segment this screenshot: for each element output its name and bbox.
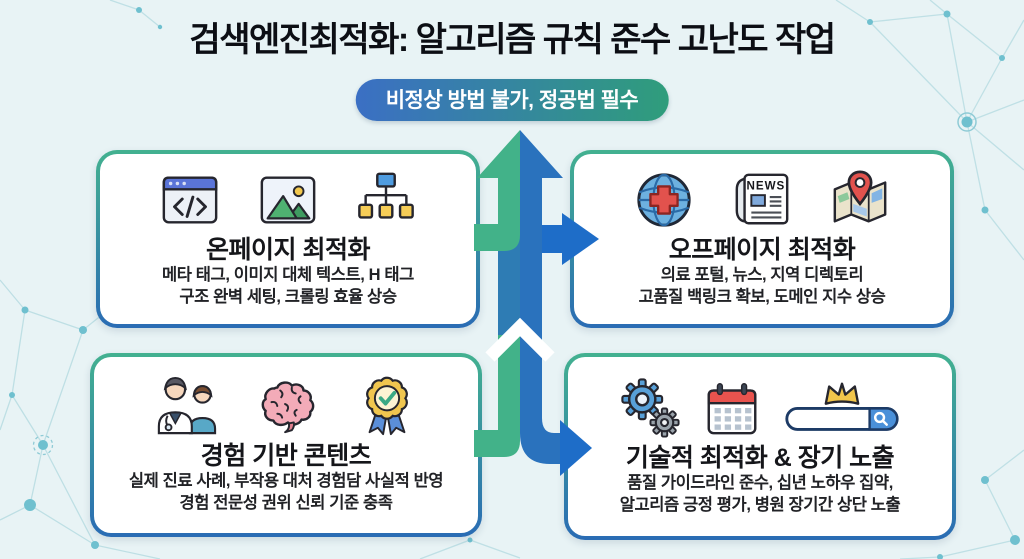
experience-icons-row [154, 375, 418, 437]
news-label: NEWS [747, 180, 786, 193]
brain-icon [261, 381, 315, 434]
map-pin-icon [833, 170, 887, 223]
image-icon [260, 176, 316, 224]
card-experience-content: 경험 기반 콘텐츠 실제 진료 사례, 부작용 대처 경험담 사실적 반영 경험… [90, 353, 482, 537]
card-text-line: 경험 전문성 권위 신뢰 기준 충족 [179, 494, 393, 512]
card-title: 기술적 최적화 & 장기 노출 [625, 443, 895, 472]
card-text-line: 실제 진료 사례, 부작용 대처 경험담 사실적 반영 [128, 472, 444, 491]
medical-globe-icon [637, 173, 691, 227]
status-badge: 비정상 방법 불가, 정공법 필수 [355, 79, 669, 121]
newspaper-icon: NEWS [735, 173, 789, 225]
card-text-line: 의료 포털, 뉴스, 지역 디렉토리 [660, 266, 864, 285]
card-text-line: 구조 완벽 세팅, 크롤링 효율 상승 [179, 288, 397, 306]
card-onpage-optimization: 온페이지 최적화 메타 태그, 이미지 대체 텍스트, H 태그 구조 완벽 세… [96, 150, 480, 328]
search-rank-crown-icon [785, 382, 899, 432]
card-title: 오프페이지 최적화 [668, 236, 856, 265]
card-text-line: 알고리즘 긍정 평가, 병원 장기간 상단 노출 [619, 495, 901, 514]
code-browser-icon [162, 176, 218, 224]
card-text-line: 고품질 백링크 확보, 도메인 지수 상승 [638, 288, 886, 306]
card-title: 경험 기반 콘텐츠 [200, 442, 372, 471]
network-nodes [9, 7, 1020, 559]
card-text-line: 품질 가이드라인 준수, 십년 노하우 집약, [627, 473, 893, 492]
card-offpage-optimization: NEWS 오프페이지 최적화 의료 포털, 뉴스, 지역 디렉토리 고품질 백링… [570, 150, 954, 328]
doctor-patient-icon [157, 377, 217, 435]
onpage-icons-row [159, 169, 417, 231]
card-title: 온페이지 최적화 [206, 236, 370, 265]
card-technical-optimization: 기술적 최적화 & 장기 노출 품질 가이드라인 준수, 십년 노하우 집약, … [564, 353, 956, 540]
technical-icons-row [619, 377, 901, 439]
page-title: 검색엔진최적화: 알고리즘 규칙 준수 고난도 작업 [189, 21, 836, 59]
sitemap-icon [358, 172, 414, 219]
medal-icon [366, 376, 408, 436]
gears-icon [621, 378, 680, 438]
calendar-icon [707, 382, 757, 435]
card-text-line: 메타 태그, 이미지 대체 텍스트, H 태그 [162, 266, 414, 285]
offpage-icons-row: NEWS [633, 169, 891, 231]
